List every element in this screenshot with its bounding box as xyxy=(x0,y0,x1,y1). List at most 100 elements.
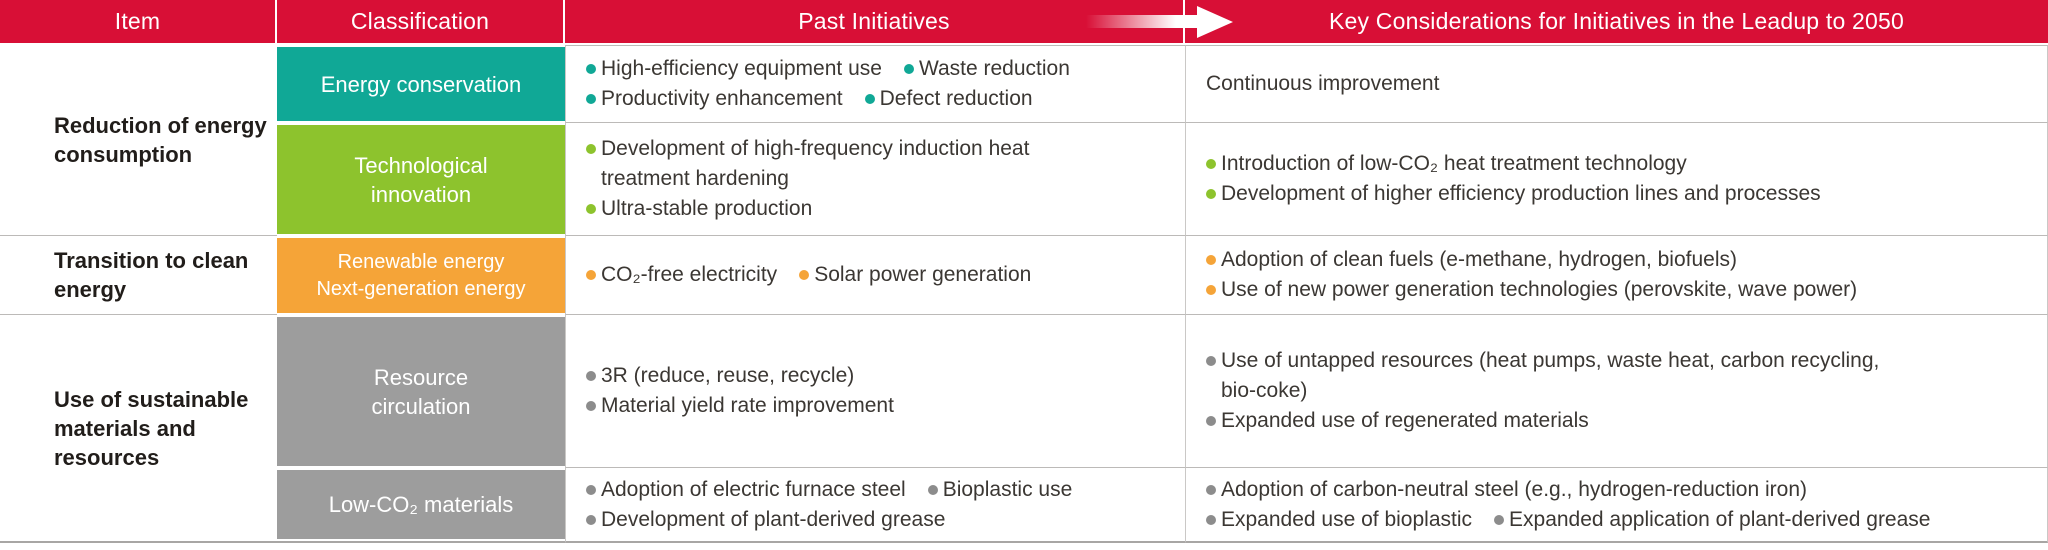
bullet-item: Defect reduction xyxy=(864,84,1033,114)
bullet-icon xyxy=(586,270,596,280)
bullet-line: Expanded use of regenerated materials xyxy=(1206,406,2039,436)
bullet-text: 3R (reduce, reuse, recycle) xyxy=(601,364,855,387)
bullet-text: Development of plant-derived grease xyxy=(601,507,946,531)
bullet-item: Introduction of low-CO₂ heat treatment t… xyxy=(1206,149,1687,179)
bullet-line: Ultra-stable production xyxy=(586,194,1177,224)
bullet-line: Adoption of carbon-neutral steel (e.g., … xyxy=(1206,475,2039,505)
past-initiatives-cell: CO₂-free electricity Solar power generati… xyxy=(565,236,1185,315)
bullet-line: Development of plant-derived grease xyxy=(586,505,1177,535)
bullet-item: Development of higher efficiency product… xyxy=(1206,179,1821,209)
bullet-line: Adoption of electric furnace steel Biopla… xyxy=(586,475,1177,505)
bullet-icon xyxy=(1494,514,1505,525)
bullet-item: Material yield rate improvement xyxy=(586,391,894,421)
bullet-line: 3R (reduce, reuse, recycle) xyxy=(586,361,1177,391)
bullet-line: Adoption of clean fuels (e-methane, hydr… xyxy=(1206,245,2039,275)
classification-badge: Technological innovation xyxy=(277,125,565,234)
key-considerations-cell: Use of untapped resources (heat pumps, w… xyxy=(1185,315,2048,468)
bullet-icon xyxy=(864,94,875,104)
past-initiatives-cell: Adoption of electric furnace steel Biopla… xyxy=(565,468,1185,543)
classification-label: Resource circulation xyxy=(371,364,471,419)
bullet-icon xyxy=(586,371,596,381)
bullet-icon xyxy=(1206,356,1216,366)
bullet-item: Ultra-stable production xyxy=(586,194,812,224)
bullet-text: Adoption of electric furnace steel xyxy=(601,477,906,501)
past-initiatives-cell: Development of high-frequency induction … xyxy=(565,123,1185,236)
bullet-text: Waste reduction xyxy=(918,57,1070,80)
bullet-text: Bioplastic use xyxy=(942,477,1073,501)
bullet-text: Use of new power generation technologies… xyxy=(1221,278,1858,301)
header-key-considerations-label: Key Considerations for Initiatives in th… xyxy=(1328,8,1905,34)
bullet-icon xyxy=(1206,285,1216,295)
bullet-item: Waste reduction xyxy=(903,54,1070,84)
right-arrow-icon xyxy=(1086,0,1233,43)
bullet-icon xyxy=(586,144,596,154)
header-item: Item xyxy=(0,0,277,45)
bullet-line: Use of new power generation technologies… xyxy=(1206,275,2039,305)
bullet-item: 3R (reduce, reuse, recycle) xyxy=(586,361,854,391)
key-considerations-cell: Introduction of low-CO₂ heat treatment t… xyxy=(1185,123,2048,236)
classification-label: Renewable energy Next-generation energy xyxy=(316,250,526,300)
right-arrow-tail xyxy=(1086,15,1198,28)
classification-badge: Low-CO₂ materials xyxy=(277,470,565,539)
bullet-text: Material yield rate improvement xyxy=(601,394,894,417)
bullet-text: Development of high-frequency induction … xyxy=(601,137,1030,190)
bullet-line: Expanded use of bioplastic Expanded appli… xyxy=(1206,505,2039,535)
classification-badge: Energy conservation xyxy=(277,47,565,121)
bullet-text: Solar power generation xyxy=(814,263,1032,286)
classification-cell-renewable-energy: Renewable energy Next-generation energy xyxy=(277,236,565,315)
classification-cell-technological-innovation: Technological innovation xyxy=(277,123,565,236)
past-initiatives-cell: 3R (reduce, reuse, recycle) Material yiel… xyxy=(565,315,1185,468)
bullet-item: Expanded use of regenerated materials xyxy=(1206,406,1589,436)
past-initiatives-cell: High-efficiency equipment use Waste reduc… xyxy=(565,45,1185,123)
bullet-item: Adoption of electric furnace steel xyxy=(586,475,906,505)
bullet-icon xyxy=(586,64,596,74)
bullet-icon xyxy=(1206,514,1216,525)
bullet-icon xyxy=(586,401,596,411)
bullet-text: Use of untapped resources (heat pumps, w… xyxy=(1221,349,1880,402)
bullet-text: Adoption of carbon-neutral steel (e.g., … xyxy=(1221,477,1808,501)
bullet-item: Use of untapped resources (heat pumps, w… xyxy=(1206,346,1879,406)
header-key-considerations: Key Considerations for Initiatives in th… xyxy=(1185,0,2048,45)
bullet-text: Continuous improvement xyxy=(1206,72,1440,95)
bullet-text: Defect reduction xyxy=(879,87,1033,110)
key-considerations-cell: Continuous improvement xyxy=(1185,45,2048,123)
bullet-icon xyxy=(586,514,596,525)
header-past-initiatives: Past Initiatives xyxy=(565,0,1185,45)
bullet-item: Bioplastic use xyxy=(927,475,1073,505)
bullet-line: Use of untapped resources (heat pumps, w… xyxy=(1206,346,2039,406)
bullet-text: Expanded use of regenerated materials xyxy=(1221,409,1589,432)
classification-label: Low-CO₂ materials xyxy=(328,492,514,517)
classification-cell-resource-circulation: Resource circulation xyxy=(277,315,565,468)
bullet-line: Continuous improvement xyxy=(1206,69,2039,99)
bullet-text: Adoption of clean fuels (e-methane, hydr… xyxy=(1221,248,1737,271)
bullet-text: Expanded application of plant-derived gr… xyxy=(1509,507,1931,531)
bullet-text: Productivity enhancement xyxy=(601,87,843,110)
header-item-label: Item xyxy=(114,8,161,34)
bullet-line: Material yield rate improvement xyxy=(586,391,1177,421)
bullet-icon xyxy=(1206,484,1216,495)
item-label: Reduction of energy consumption xyxy=(54,113,267,167)
classification-badge: Resource circulation xyxy=(277,317,565,466)
bullet-line: High-efficiency equipment use Waste reduc… xyxy=(586,54,1177,84)
bullet-item: High-efficiency equipment use xyxy=(586,54,882,84)
bullet-item: Solar power generation xyxy=(799,260,1031,290)
bullet-item: Continuous improvement xyxy=(1206,69,1439,99)
bullet-icon xyxy=(799,270,810,280)
bullet-item: Adoption of clean fuels (e-methane, hydr… xyxy=(1206,245,1737,275)
item-label: Use of sustainable materials and resourc… xyxy=(54,386,249,470)
header-past-initiatives-label: Past Initiatives xyxy=(798,8,950,34)
bullet-icon xyxy=(1206,416,1216,426)
classification-cell-energy-conservation: Energy conservation xyxy=(277,45,565,123)
bullet-item: Expanded use of bioplastic xyxy=(1206,505,1472,535)
bullet-text: High-efficiency equipment use xyxy=(601,57,882,80)
bullet-item: Adoption of carbon-neutral steel (e.g., … xyxy=(1206,475,1807,505)
bullet-line: Productivity enhancement Defect reduction xyxy=(586,84,1177,114)
key-considerations-cell: Adoption of clean fuels (e-methane, hydr… xyxy=(1185,236,2048,315)
bullet-item: Use of new power generation technologies… xyxy=(1206,275,1857,305)
bullet-text: CO₂-free electricity xyxy=(601,263,778,286)
bullet-item: Expanded application of plant-derived gr… xyxy=(1494,505,1930,535)
right-arrow-head xyxy=(1197,5,1233,38)
item-label: Transition to clean energy xyxy=(54,248,249,302)
